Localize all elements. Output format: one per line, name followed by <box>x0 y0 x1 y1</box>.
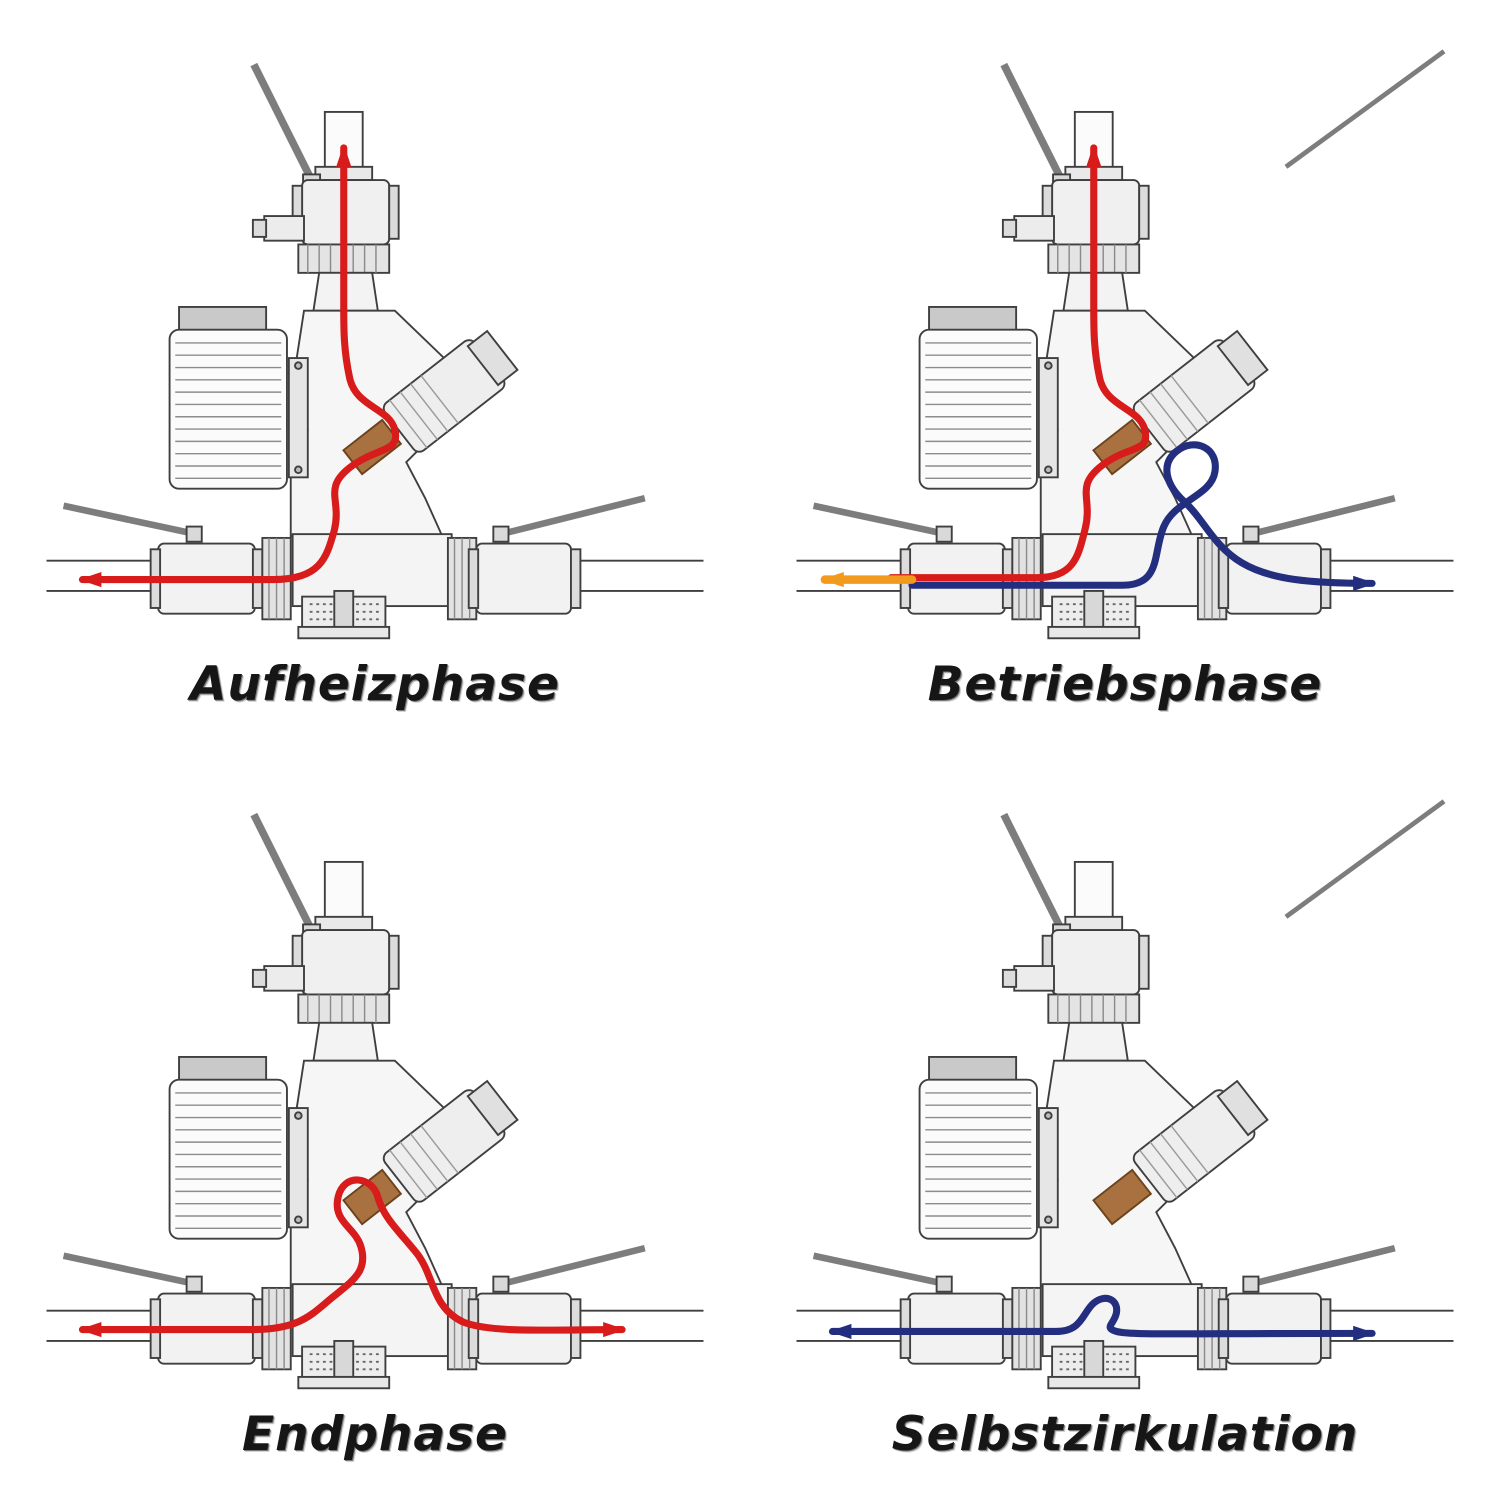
panel-selbstzirkulation: Selbstzirkulation <box>750 750 1500 1500</box>
betriebsphase-diagram <box>770 49 1480 655</box>
hot-flow-path <box>78 1176 626 1338</box>
upper-right-pipe <box>1284 49 1446 169</box>
upper-right-pipe <box>1284 799 1446 919</box>
valve-assembly <box>47 815 704 1389</box>
selbstzirkulation-diagram <box>770 799 1480 1405</box>
endphase-diagram <box>20 760 730 1405</box>
valve-assembly <box>797 65 1454 639</box>
panel-label-selbstzirkulation: Selbstzirkulation <box>891 1407 1359 1462</box>
panel-label-endphase: Endphase <box>242 1407 508 1462</box>
hot-flow-path <box>78 144 400 588</box>
circulation-flow-path <box>828 1294 1376 1341</box>
panel-betriebsphase: Betriebsphase <box>750 0 1500 750</box>
panel-label-aufheizphase: Aufheizphase <box>190 657 560 712</box>
panel-label-betriebsphase: Betriebsphase <box>927 657 1323 712</box>
aufheizphase-diagram <box>20 10 730 655</box>
panel-aufheizphase: Aufheizphase <box>0 0 750 750</box>
return-flow-path <box>908 441 1376 591</box>
valve-assembly <box>797 815 1454 1389</box>
panel-endphase: Endphase <box>0 750 750 1500</box>
hot-flow-path <box>887 144 1150 582</box>
valve-assembly <box>47 65 704 639</box>
